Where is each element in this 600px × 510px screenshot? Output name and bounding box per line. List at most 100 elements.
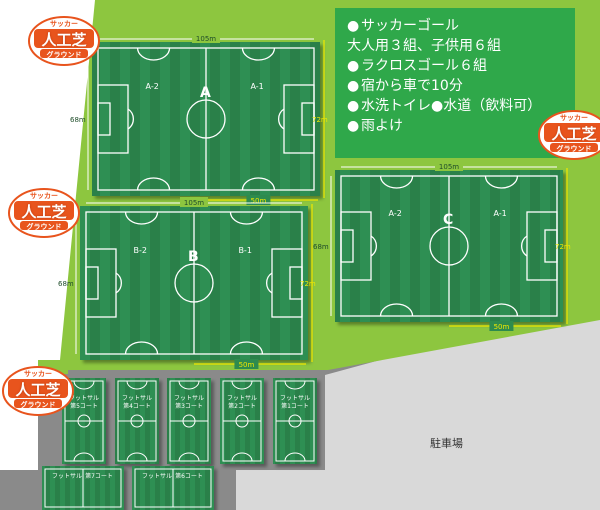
left-goal-area [85,266,99,300]
court-label-line1: フットサル [142,473,172,480]
left-goal-area [97,102,111,136]
court-goal-arc [284,380,306,390]
facility-info-box: ●サッカーゴール 大人用３組、子供用６組 ●ラクロスゴール６組 ●宿から車で10… [335,8,575,158]
court-goal-arc [73,452,95,462]
court-centre-circle [235,414,249,428]
court-label-line2: 第3コート [175,402,203,410]
right-goal-area [289,266,303,300]
left-goal-label: A-2 [146,82,159,91]
court-goal-arc [284,452,306,462]
length-label-bg [192,33,220,43]
side-label: 72m [300,280,316,288]
court-label-line2: 第7コート [85,472,113,480]
court-label-line1: フットサル [52,473,82,480]
info-facilities: ●水洗トイレ●水道（飲料可） [347,98,542,114]
length-label: 105m [439,163,459,171]
right-goal-area [301,102,315,136]
youth-goal-arc [124,341,159,355]
court-label-line1: フットサル [69,395,99,402]
field-letter: A [200,85,211,101]
artificial-turf-badge-1: サッカー 人工芝 グラウンド [28,16,100,66]
youth-goal-arc [484,303,519,317]
court-goal-arc [126,380,148,390]
court-label-line2: 第5コート [70,402,98,410]
left-penalty-arc [370,235,377,257]
centre-circle [429,226,469,266]
right-goal-label: A-1 [493,209,506,218]
court-label-line1: フットサル [280,395,310,402]
field-letter: C [443,212,453,228]
futsal-court[interactable]: フットサル第7コート [42,466,124,510]
court-centre-circle [130,414,144,428]
court-label-line2: 第2コート [228,402,256,410]
half-label-bg [234,359,259,369]
half-label: 50m [494,323,510,331]
badge-oval-icon [28,16,100,66]
info-access: ●宿から車で10分 [347,78,463,94]
court-goal-arc [126,452,148,462]
right-penalty-arc [278,108,285,130]
length-label-bg [180,197,208,207]
futsal-court[interactable]: フットサル第6コート [132,466,214,510]
youth-goal-arc [229,211,264,225]
court-label-line2: 第6コート [175,472,203,480]
parking-label: 駐車場 [430,436,463,450]
badge-oval-icon [8,188,80,238]
width-label: 68m [70,116,86,124]
field-letter: B [188,249,199,265]
info-shelter: ●雨よけ [347,118,403,134]
youth-goal-arc [136,47,171,61]
right-goal-area [544,229,558,263]
court-goal-arc [178,452,200,462]
right-goal-label: A-1 [250,82,263,91]
length-label: 105m [184,199,204,207]
artificial-turf-badge-2: サッカー 人工芝 グラウンド [538,110,600,160]
half-label: 50m [251,197,267,205]
futsal-courts: フットサル第5コートフットサル第4コートフットサル第3コートフットサル第2コート… [42,378,317,510]
half-label-bg [489,321,514,331]
court-centre-circle [77,414,91,428]
left-goal-label: B-2 [134,246,147,255]
soccer-field-b[interactable]: B B-2 B-1 105m 68m 72m 50m [58,197,316,369]
right-penalty-arc [266,272,273,294]
artificial-turf-badge-4: サッカー 人工芝 グラウンド [2,366,74,416]
youth-goal-arc [136,177,171,191]
youth-goal-arc [241,47,276,61]
left-penalty-arc [127,108,134,130]
half-label-bg [246,195,271,205]
youth-goal-arc [229,341,264,355]
court-goal-arc [231,380,253,390]
left-goal-label: A-2 [389,209,402,218]
court-goal-arc [231,452,253,462]
youth-goal-arc [379,175,414,189]
info-lacrosse-goals: ●ラクロスゴール６組 [347,58,487,74]
width-label: 68m [313,243,329,251]
length-label: 105m [196,35,216,43]
centre-circle [186,99,226,139]
left-penalty-arc [115,272,122,294]
left-goal-area [340,229,354,263]
court-label-line1: フットサル [227,395,257,402]
court-goal-arc [178,380,200,390]
info-soccer-goals-detail: 大人用３組、子供用６組 [347,38,501,54]
right-goal-label: B-1 [238,246,251,255]
court-label-line1: フットサル [174,395,204,402]
badge-oval-icon [2,366,74,416]
info-soccer-goals: ●サッカーゴール [347,18,459,34]
centre-circle [174,263,214,303]
right-penalty-arc [521,235,528,257]
youth-goal-arc [379,303,414,317]
court-centre-circle [288,414,302,428]
court-label-line2: 第1コート [281,402,309,410]
parking-lot [236,300,600,510]
youth-goal-arc [124,211,159,225]
court-label-line2: 第4コート [123,402,151,410]
width-label: 68m [58,280,74,288]
